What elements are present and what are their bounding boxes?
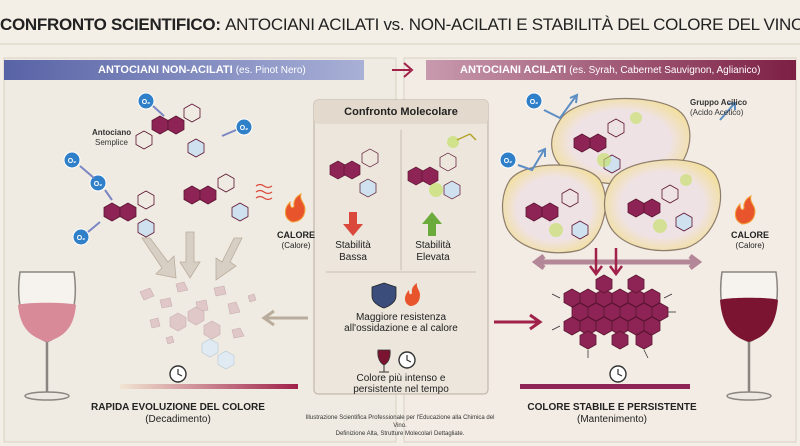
left-footer-sub: (Decadimento) <box>145 414 211 425</box>
page-title: CONFRONTO SCIENTIFICO: ANTOCIANI ACILATI… <box>0 15 800 35</box>
right-header: ANTOCIANI ACILATI (es. Syrah, Cabernet S… <box>460 64 760 76</box>
flame-icon-right <box>734 195 756 225</box>
svg-text:O₂: O₂ <box>530 99 539 106</box>
simple-anthocyanin-label: Antociano <box>92 128 132 137</box>
wine-glass-small-icon <box>377 349 391 373</box>
color-line-2: persistente nel tempo <box>353 384 449 395</box>
svg-text:O₂: O₂ <box>77 235 86 242</box>
left-header-example: (es. Pinot Nero) <box>235 65 306 76</box>
right-header-example: (es. Syrah, Cabernet Sauvignon, Aglianic… <box>569 65 761 76</box>
svg-text:O₂: O₂ <box>142 99 151 106</box>
left-header: ANTOCIANI NON-ACILATI (es. Pinot Nero) <box>98 64 306 76</box>
flame-icon-left <box>284 193 306 223</box>
wine-glass-left <box>17 271 77 401</box>
caption-line-1: Illustrazione Scientifica Professionale … <box>305 415 495 429</box>
svg-text:O₂: O₂ <box>504 158 513 165</box>
title-bold: CONFRONTO SCIENTIFICO: <box>0 15 221 34</box>
svg-text:O₂: O₂ <box>68 158 77 165</box>
center-title: Confronto Molecolare <box>344 106 458 118</box>
right-header-label: ANTOCIANI ACILATI <box>460 64 567 76</box>
left-header-label: ANTOCIANI NON-ACILATI <box>98 64 233 76</box>
left-heat-sub: (Calore) <box>281 241 311 250</box>
resistance-line-2: all'ossidazione e al calore <box>344 323 458 334</box>
color-line-1: Colore più intenso e <box>356 373 446 384</box>
acyl-group-label: Gruppo Acilico <box>690 98 748 107</box>
left-heat-label: CALORE <box>277 230 315 240</box>
wine-glass-right <box>719 271 779 401</box>
svg-text:O₂: O₂ <box>240 125 249 132</box>
high-stability-2: Elevata <box>416 252 450 263</box>
shield-icon <box>371 282 397 309</box>
right-footer-sub: (Mantenimento) <box>576 414 648 425</box>
flame-icon-center <box>405 283 420 306</box>
down-arrow-red <box>343 212 363 236</box>
resistance-line-1: Maggiore resistenza <box>355 312 447 323</box>
low-stability-2: Bassa <box>339 252 367 263</box>
caption-line-2: Definizione Alta, Strutture Molecolari D… <box>335 431 465 437</box>
up-arrow-green <box>422 212 442 236</box>
right-heat-label: CALORE <box>731 230 769 240</box>
svg-text:O₂: O₂ <box>94 181 103 188</box>
title-rest: ANTOCIANI ACILATI vs. NON-ACILATI E STAB… <box>225 15 800 34</box>
right-heat-sub: (Calore) <box>735 241 765 250</box>
acylated-bubble-right <box>603 159 722 252</box>
acyl-group-sub: (Acido Acetico) <box>690 108 744 117</box>
right-header-bar <box>426 60 796 80</box>
left-header-bar <box>4 60 364 80</box>
right-footer-title: COLORE STABILE E PERSISTENTE <box>527 402 697 413</box>
caption: Illustrazione Scientifica Professionale … <box>300 414 500 438</box>
left-footer-title: RAPIDA EVOLUZIONE DEL COLORE <box>91 402 265 413</box>
high-stability-1: Stabilità <box>415 240 451 251</box>
simple-anthocyanin-sub: Semplice <box>95 138 128 147</box>
low-stability-1: Stabilità <box>335 240 371 251</box>
